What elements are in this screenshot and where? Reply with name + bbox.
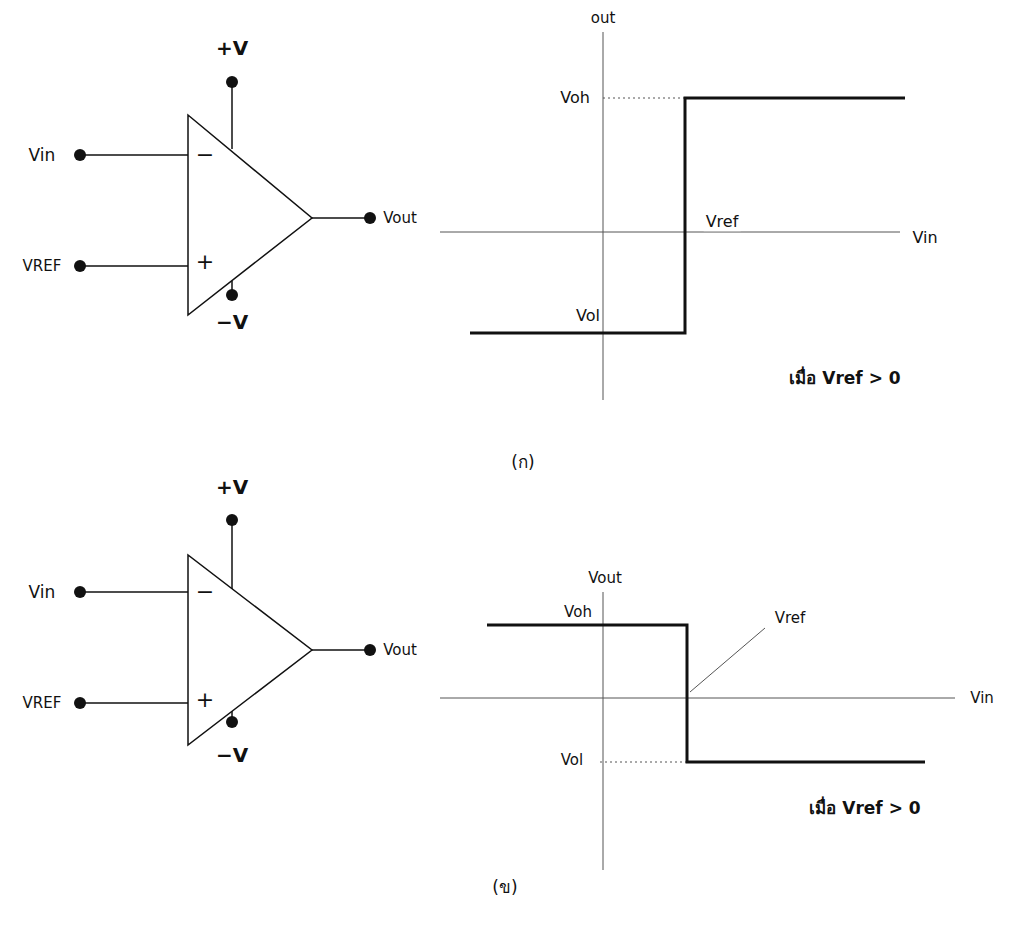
signal-name: VREF <box>23 695 62 712</box>
axis-line <box>603 32 604 400</box>
figure-tag: (ก) <box>511 453 534 472</box>
terminal-dot <box>226 514 238 526</box>
pin-sign: + <box>196 250 214 274</box>
axis-line <box>440 232 900 233</box>
level-label: Vol <box>561 752 583 769</box>
leader-line <box>690 628 765 692</box>
axis-label: Vin <box>968 690 996 707</box>
signal-name: Vout <box>383 642 417 659</box>
terminal-dot <box>74 697 86 709</box>
supply-label: −V <box>216 311 248 333</box>
level-guide <box>600 762 687 763</box>
axis-line <box>603 592 604 870</box>
axis-label: Vin <box>912 229 937 247</box>
signal-name: VREF <box>23 258 62 275</box>
level-label: Voh <box>560 89 590 107</box>
axis-line <box>440 698 955 699</box>
level-label: Vol <box>576 307 600 325</box>
condition-note: เมื่อ Vref > 0 <box>789 369 900 388</box>
pin-sign: + <box>196 688 214 712</box>
axis-label: out <box>591 10 616 27</box>
terminal-dot <box>364 212 376 224</box>
terminal-dot <box>364 644 376 656</box>
supply-wire <box>231 520 233 589</box>
axis-label: Vout <box>586 570 624 587</box>
op-amp-symbol <box>188 555 312 745</box>
output-wire <box>312 649 370 651</box>
condition-note: เมื่อ Vref > 0 <box>809 799 920 818</box>
output-wire <box>312 217 370 219</box>
terminal-dot <box>74 260 86 272</box>
level-label: Voh <box>564 604 592 621</box>
supply-label: +V <box>216 476 248 498</box>
input-wire <box>80 702 188 704</box>
input-wire <box>80 154 188 156</box>
terminal-dot <box>74 149 86 161</box>
terminal-dot <box>226 289 238 301</box>
pin-sign: − <box>196 580 214 604</box>
supply-label: +V <box>216 37 248 59</box>
pin-sign: − <box>196 143 214 167</box>
signal-name: Vout <box>383 210 417 227</box>
supply-label: −V <box>216 744 248 766</box>
figure-tag: (ข) <box>492 878 517 897</box>
transfer-curve <box>487 625 925 762</box>
threshold-label: Vref <box>775 610 806 627</box>
input-wire <box>80 591 188 593</box>
threshold-label: Vref <box>704 213 741 231</box>
input-wire <box>80 265 188 267</box>
terminal-dot <box>226 76 238 88</box>
terminal-dot <box>74 586 86 598</box>
signal-name: Vin <box>29 583 56 602</box>
signal-name: Vin <box>29 146 56 165</box>
supply-wire <box>231 82 233 149</box>
op-amp-symbol <box>188 115 312 315</box>
terminal-dot <box>226 716 238 728</box>
transfer-curve <box>470 98 905 333</box>
